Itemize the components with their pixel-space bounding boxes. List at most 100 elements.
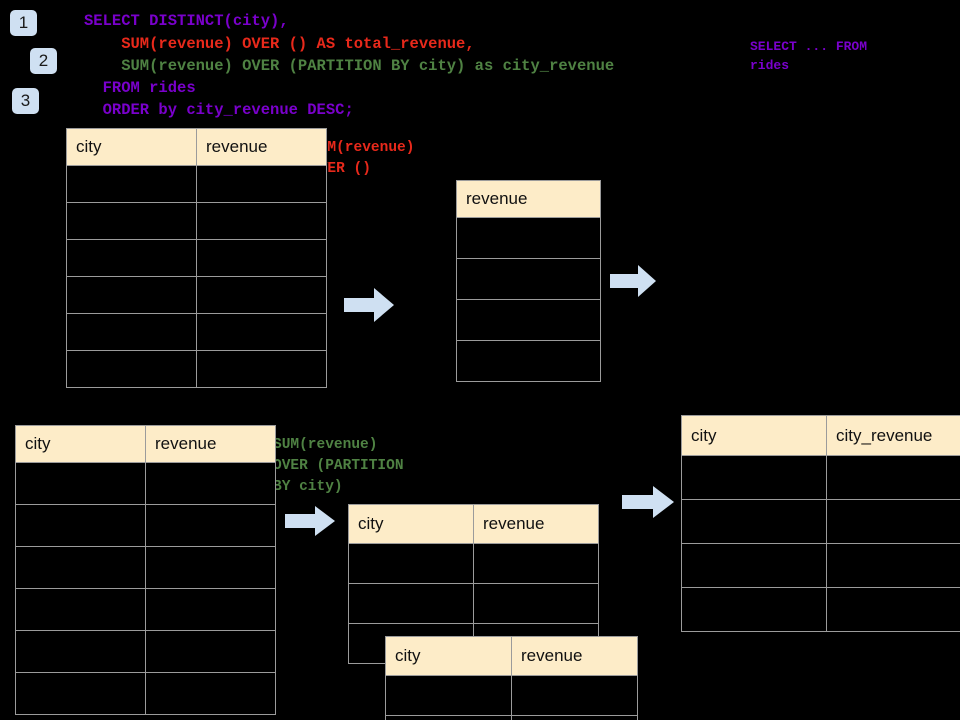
cell-city bbox=[15, 588, 146, 631]
table-row bbox=[681, 455, 960, 500]
column-header-city: city bbox=[66, 128, 197, 166]
cell-city-revenue bbox=[826, 499, 960, 544]
table-body bbox=[456, 217, 601, 382]
arrow-source-to-partition bbox=[285, 506, 335, 536]
table-row bbox=[66, 239, 327, 277]
table-row bbox=[15, 462, 276, 505]
cell-revenue bbox=[145, 504, 276, 547]
cell-revenue bbox=[196, 165, 327, 203]
cell-city bbox=[66, 313, 197, 351]
cell-city bbox=[385, 715, 512, 720]
cell-revenue bbox=[473, 583, 599, 624]
cell-city bbox=[15, 630, 146, 673]
table-row bbox=[681, 499, 960, 544]
cell-revenue bbox=[196, 239, 327, 277]
table-row bbox=[15, 630, 276, 673]
table-row bbox=[681, 543, 960, 588]
table-row bbox=[15, 588, 276, 631]
cell-revenue bbox=[473, 543, 599, 584]
cell-revenue bbox=[145, 672, 276, 715]
column-header-revenue: revenue bbox=[511, 636, 638, 676]
cell-revenue bbox=[145, 588, 276, 631]
table-body bbox=[681, 455, 960, 632]
table-row bbox=[66, 350, 327, 388]
cell-revenue bbox=[196, 276, 327, 314]
cell-revenue bbox=[511, 675, 638, 716]
cell-city bbox=[15, 546, 146, 589]
cell-city bbox=[66, 239, 197, 277]
arrow-partition-to-result bbox=[622, 486, 674, 518]
step-badge-2[interactable]: 2 bbox=[30, 48, 57, 74]
cell-city bbox=[66, 350, 197, 388]
column-header-city: city bbox=[348, 504, 474, 544]
step-badge-3[interactable]: 3 bbox=[12, 88, 39, 114]
cell-city bbox=[385, 675, 512, 716]
arrow-source-to-total bbox=[344, 288, 394, 322]
column-header-city-revenue: city_revenue bbox=[826, 415, 960, 456]
cell-city-revenue bbox=[826, 587, 960, 632]
cell-revenue bbox=[196, 202, 327, 240]
table-row bbox=[15, 672, 276, 715]
cell-city-revenue bbox=[826, 455, 960, 500]
step-badge-1[interactable]: 1 bbox=[10, 10, 37, 36]
column-header-revenue: revenue bbox=[196, 128, 327, 166]
table-header-row: revenue bbox=[456, 180, 601, 218]
sql-line-from: FROM rides bbox=[84, 79, 196, 97]
cell-revenue bbox=[145, 546, 276, 589]
cell-city bbox=[681, 543, 827, 588]
table-row bbox=[348, 583, 599, 624]
cell-revenue bbox=[456, 258, 601, 300]
cell-revenue bbox=[196, 313, 327, 351]
cell-city bbox=[15, 504, 146, 547]
cell-revenue bbox=[456, 299, 601, 341]
cell-city bbox=[66, 202, 197, 240]
cell-city bbox=[15, 462, 146, 505]
sql-line-total-revenue: SUM(revenue) OVER () AS total_revenue, bbox=[84, 35, 475, 53]
callout-sum-over-partition: SUM(revenue) OVER (PARTITION BY city) bbox=[273, 437, 404, 495]
table-row bbox=[348, 543, 599, 584]
table-row bbox=[385, 715, 638, 720]
city-revenue-result-table: city city_revenue bbox=[681, 415, 960, 632]
column-header-revenue: revenue bbox=[473, 504, 599, 544]
sql-side-note: SELECT ... FROM rides bbox=[750, 39, 868, 73]
cell-revenue bbox=[456, 340, 601, 382]
table-body bbox=[15, 462, 276, 715]
rides-source-table-top: city revenue bbox=[66, 128, 327, 388]
table-header-row: city revenue bbox=[385, 636, 638, 676]
table-row bbox=[15, 546, 276, 589]
table-header-row: city revenue bbox=[66, 128, 327, 166]
cell-city bbox=[348, 583, 474, 624]
column-header-revenue: revenue bbox=[456, 180, 601, 218]
table-row bbox=[66, 313, 327, 351]
cell-revenue bbox=[456, 217, 601, 259]
table-row bbox=[456, 340, 601, 382]
table-row bbox=[456, 258, 601, 300]
table-header-row: city revenue bbox=[15, 425, 276, 463]
cell-city bbox=[15, 672, 146, 715]
total-revenue-table: revenue bbox=[456, 180, 601, 382]
cell-revenue bbox=[511, 715, 638, 720]
cell-city bbox=[66, 276, 197, 314]
table-row bbox=[385, 675, 638, 716]
column-header-city: city bbox=[385, 636, 512, 676]
table-body bbox=[348, 543, 599, 664]
partition-group-table-a: city revenue bbox=[348, 504, 599, 664]
cell-city bbox=[66, 165, 197, 203]
rides-source-table-bottom: city revenue bbox=[15, 425, 276, 715]
sql-line-city-revenue: SUM(revenue) OVER (PARTITION BY city) as… bbox=[84, 57, 615, 75]
cell-city-revenue bbox=[826, 543, 960, 588]
table-row bbox=[456, 217, 601, 259]
cell-city bbox=[348, 543, 474, 584]
table-row bbox=[66, 202, 327, 240]
table-header-row: city city_revenue bbox=[681, 415, 960, 456]
partition-group-table-b: city revenue bbox=[385, 636, 638, 720]
column-header-city: city bbox=[15, 425, 146, 463]
arrow-total-to-result bbox=[610, 265, 656, 297]
table-row bbox=[66, 276, 327, 314]
sql-line-order-by: ORDER by city_revenue DESC; bbox=[84, 101, 354, 119]
table-row bbox=[681, 587, 960, 632]
table-body bbox=[66, 165, 327, 388]
cell-city bbox=[681, 455, 827, 500]
table-row bbox=[15, 504, 276, 547]
